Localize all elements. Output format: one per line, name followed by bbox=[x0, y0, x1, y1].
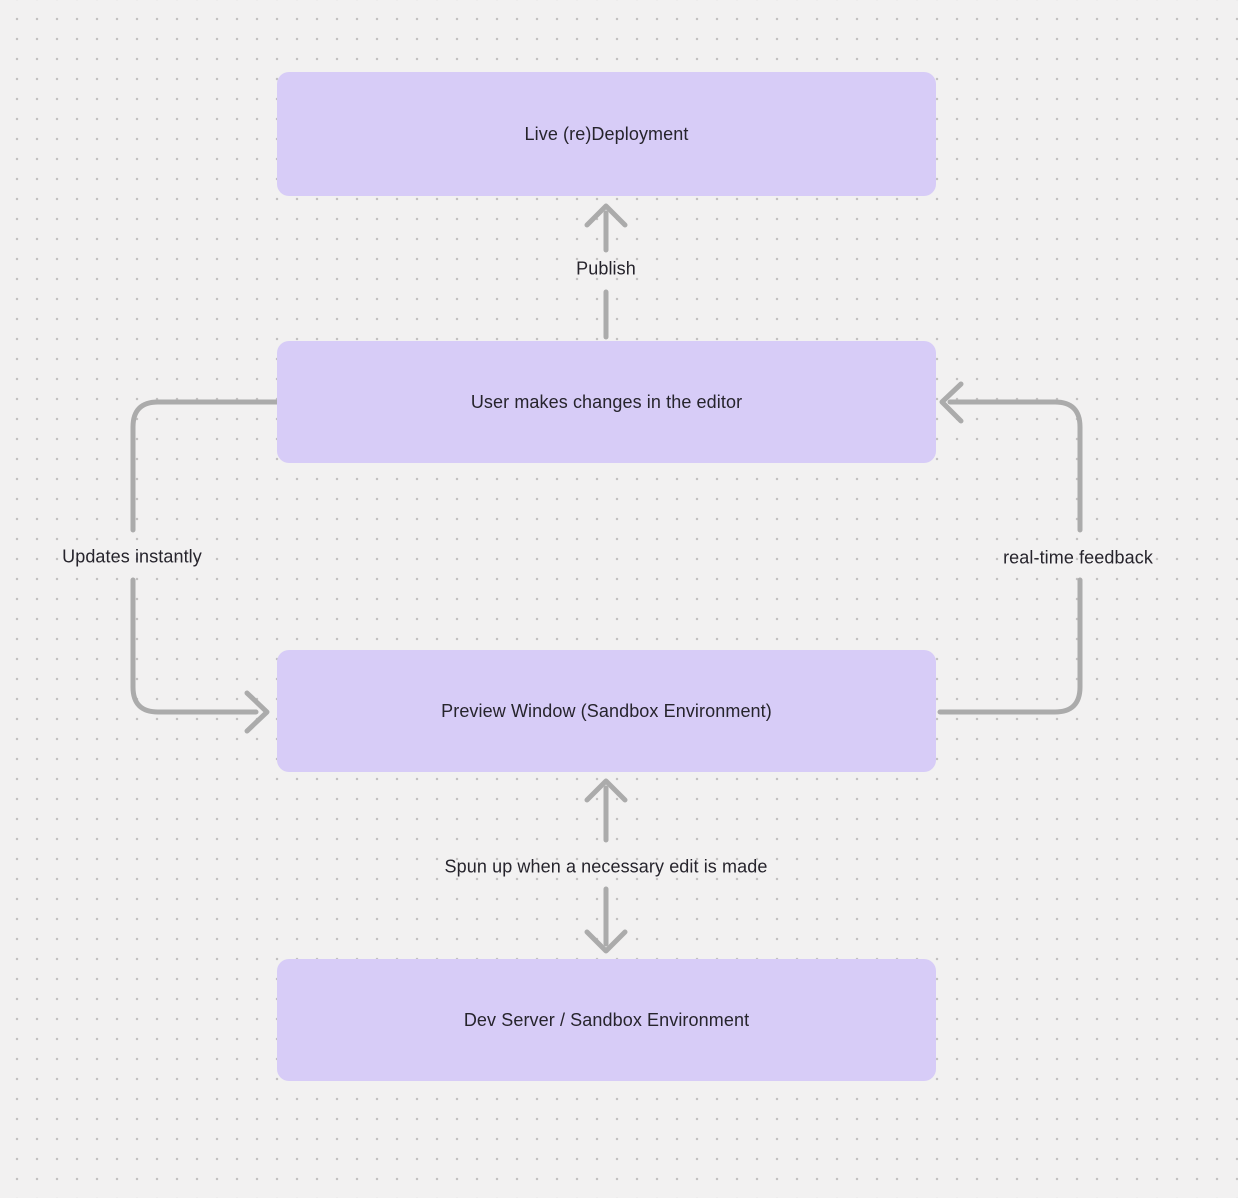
arrow-spunup-down-icon bbox=[584, 886, 628, 954]
edge-label-publish: Publish bbox=[576, 258, 636, 279]
edge-label-spun-up: Spun up when a necessary edit is made bbox=[444, 856, 768, 877]
node-preview-window[interactable]: Preview Window (Sandbox Environment) bbox=[277, 650, 936, 772]
node-editor-label: User makes changes in the editor bbox=[470, 391, 743, 412]
node-live-deployment[interactable]: Live (re)Deployment bbox=[277, 72, 936, 196]
edge-label-updates-instantly: Updates instantly bbox=[62, 546, 202, 567]
node-live-deployment-label: Live (re)Deployment bbox=[524, 123, 689, 144]
node-editor[interactable]: User makes changes in the editor bbox=[277, 341, 936, 463]
node-preview-window-label: Preview Window (Sandbox Environment) bbox=[441, 700, 772, 721]
node-dev-server[interactable]: Dev Server / Sandbox Environment bbox=[277, 959, 936, 1081]
node-dev-server-label: Dev Server / Sandbox Environment bbox=[463, 1009, 750, 1030]
edge-label-realtime-feedback: real-time feedback bbox=[1003, 547, 1153, 568]
arrow-spunup-up-icon bbox=[584, 778, 628, 843]
